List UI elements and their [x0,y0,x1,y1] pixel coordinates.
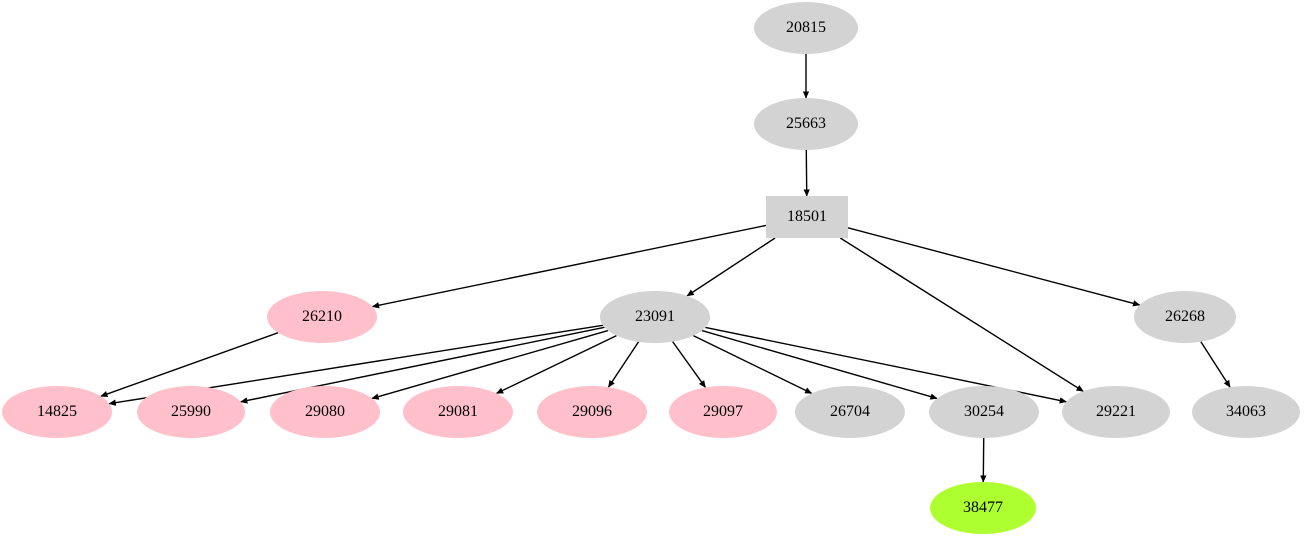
graph-node-29081[interactable]: 29081 [403,386,513,438]
graph-node-label: 38477 [963,499,1003,516]
graph-node-label: 25663 [786,115,826,132]
graph-node-34063[interactable]: 34063 [1192,386,1300,438]
graph-edge-18501-to-26268 [847,227,1141,307]
graph-edge-23091-to-29081 [495,334,617,395]
graph-node-18501[interactable]: 18501 [766,196,848,238]
graph-edge-18501-to-29221 [839,237,1084,392]
graph-node-label: 34063 [1226,403,1266,420]
graph-node-26268[interactable]: 26268 [1134,291,1236,343]
graph-node-29097[interactable]: 29097 [669,386,777,438]
graph-node-label: 18501 [787,208,827,225]
graph-node-29096[interactable]: 29096 [537,386,647,438]
graph-node-label: 20815 [786,19,826,36]
graph-node-label: 29097 [703,403,743,420]
graph-node-25990[interactable]: 25990 [137,386,245,438]
graph-node-label: 26268 [1165,308,1205,325]
graph-node-29221[interactable]: 29221 [1062,386,1170,438]
graph-edge-23091-to-29096 [607,341,640,388]
graph-edge-18501-to-26210 [371,224,767,309]
graph-node-label: 14825 [37,403,77,420]
graph-node-38477[interactable]: 38477 [930,482,1036,534]
graph-node-label: 23091 [635,308,675,325]
graph-node-26210[interactable]: 26210 [267,291,377,343]
graph-edge-23091-to-26704 [692,335,813,394]
graph-node-label: 29081 [438,403,478,420]
graph-node-label: 29080 [305,403,345,420]
graph-node-29080[interactable]: 29080 [270,386,380,438]
graph-node-label: 30254 [964,403,1004,420]
graph-edge-23091-to-29097 [672,341,706,388]
graph-edge-18501-to-23091 [686,237,776,297]
graph-node-label: 26704 [830,403,870,420]
graph-node-label: 29221 [1096,403,1136,420]
graph-node-23091[interactable]: 23091 [600,291,710,343]
graph-node-label: 26210 [302,308,342,325]
graph-node-label: 25990 [171,403,211,420]
graph-node-20815[interactable]: 20815 [754,2,858,54]
graph-node-label: 29096 [572,403,612,420]
graph-node-30254[interactable]: 30254 [929,386,1039,438]
graph-node-14825[interactable]: 14825 [2,386,112,438]
graph-edge-26268-to-34063 [1200,341,1231,388]
graph-node-26704[interactable]: 26704 [795,386,905,438]
graph-node-25663[interactable]: 25663 [754,98,858,150]
